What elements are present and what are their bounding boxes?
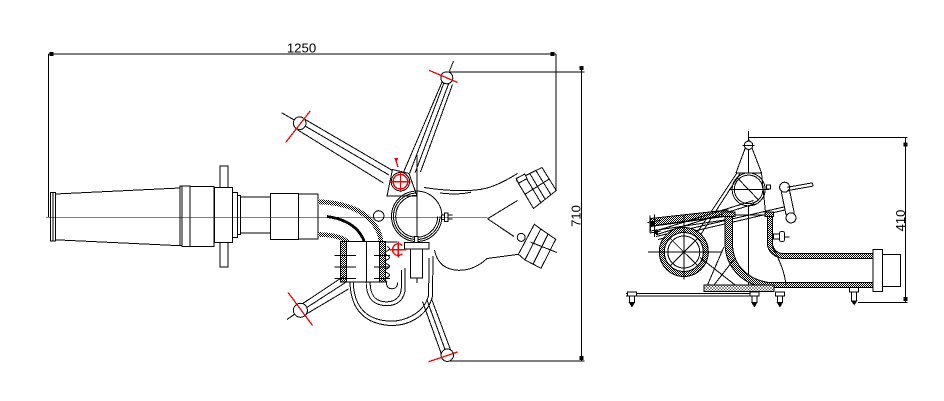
svg-text:410: 410 (893, 210, 908, 232)
svg-text:710: 710 (569, 205, 584, 227)
svg-text:1250: 1250 (287, 41, 316, 56)
